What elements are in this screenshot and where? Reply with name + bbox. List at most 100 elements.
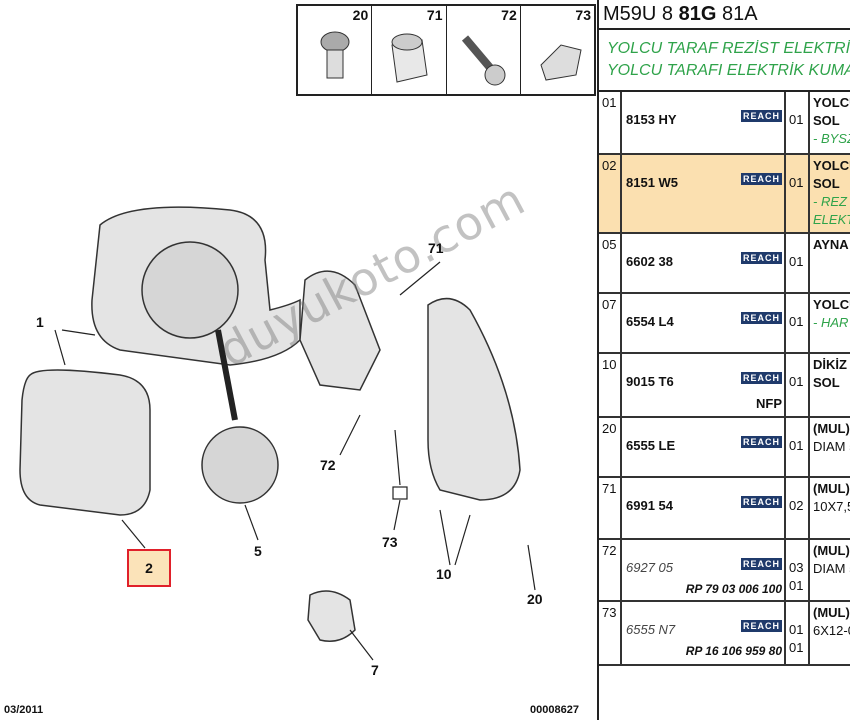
table-row[interactable]: 20 6555 LE REACH 01 (MUL) DIAM 5 xyxy=(599,418,850,478)
qty-cell: 01 xyxy=(786,92,810,153)
qty-2: 01 xyxy=(789,578,804,593)
callout-1[interactable]: 1 xyxy=(36,314,44,330)
row-index: 71 xyxy=(599,478,622,538)
table-row[interactable]: 71 6991 54 REACH 02 (MUL) 10X7,5 xyxy=(599,478,850,540)
part-ref[interactable]: 6554 L4 xyxy=(626,314,674,329)
rp-ref: RP 16 106 959 80 xyxy=(685,644,782,658)
qty-cell: 01 xyxy=(786,155,810,232)
ref-cell: 6554 L4 REACH xyxy=(622,294,786,352)
desc-line: SOL xyxy=(813,113,840,128)
callout-71[interactable]: 71 xyxy=(428,240,444,256)
description: AYNA xyxy=(811,234,850,254)
reach-badge: REACH xyxy=(740,372,782,384)
part-ref[interactable]: 8151 W5 xyxy=(626,175,679,190)
row-index: 20 xyxy=(599,418,622,476)
table-row[interactable]: 02 8151 W5 REACH 01 YOLCUSOL- REZELEKT xyxy=(599,155,850,234)
footer-date: 03/2011 xyxy=(4,704,44,716)
callout-7[interactable]: 7 xyxy=(371,662,379,678)
desc-line: YOLCU xyxy=(813,95,850,110)
qty: 01 xyxy=(789,438,804,453)
mirror-base xyxy=(299,270,381,391)
mirror-assembly-drawing xyxy=(19,206,536,661)
part-ref[interactable]: 6602 38 xyxy=(626,254,673,269)
desc-line: ELEKT xyxy=(813,212,850,227)
desc-line: YOLCU xyxy=(813,158,850,173)
qty: 03 xyxy=(789,560,804,575)
desc-line: YOLCU xyxy=(813,297,850,312)
hardware-thumbnails: 20 71 72 73 xyxy=(296,4,596,96)
part-ref[interactable]: 8153 HY xyxy=(626,112,677,127)
part-ref[interactable]: 9015 T6 xyxy=(626,374,674,389)
desc-line: - REZ xyxy=(813,194,847,209)
desc-line: DIAM 5 xyxy=(813,439,850,454)
callout-72[interactable]: 72 xyxy=(320,457,336,473)
nfp-label: NFP xyxy=(756,396,782,411)
callout-2-selected[interactable]: 2 xyxy=(127,549,171,587)
table-row[interactable]: 05 6602 38 REACH 01 AYNA xyxy=(599,234,850,294)
ref-cell: 6555 LE REACH xyxy=(622,418,786,476)
part-ref[interactable]: 6555 LE xyxy=(626,438,676,453)
table-row[interactable]: 07 6554 L4 REACH 01 YOLCU - HAR xyxy=(599,294,850,354)
callout-5[interactable]: 5 xyxy=(254,543,262,559)
description: (MUL)6X12-0 xyxy=(811,602,850,640)
desc-line: (MUL) xyxy=(813,481,850,496)
desc-line: - HAR xyxy=(813,315,849,330)
mirror-cover xyxy=(427,297,521,501)
row-index: 10 xyxy=(599,354,622,416)
desc-line: 10X7,5 xyxy=(813,499,850,514)
description: (MUL) DIAM 5 xyxy=(811,418,850,456)
reach-badge: REACH xyxy=(740,558,782,570)
qty: 01 xyxy=(789,112,804,127)
desc-line: - BYSZ xyxy=(813,131,850,146)
desc-line: (MUL) xyxy=(813,543,850,558)
row-index: 07 xyxy=(599,294,622,352)
qty-cell: 01 01 xyxy=(786,602,810,664)
description: (MUL)DIAM 5 xyxy=(811,540,850,578)
catalog-code: M59U 8 81G 81A xyxy=(599,0,850,30)
row-index: 02 xyxy=(599,155,622,232)
callout-73[interactable]: 73 xyxy=(382,534,398,550)
description: (MUL) 10X7,5 xyxy=(811,478,850,516)
ref-cell: 6602 38 REACH xyxy=(622,234,786,292)
thumb-72[interactable]: 72 xyxy=(447,6,521,94)
callout-20[interactable]: 20 xyxy=(527,591,543,607)
thumb-73[interactable]: 73 xyxy=(521,6,594,94)
table-row[interactable]: 73 6555 N7 REACH RP 16 106 959 80 01 01 … xyxy=(599,602,850,666)
row-index: 72 xyxy=(599,540,622,600)
qty: 01 xyxy=(789,374,804,389)
thumb-71[interactable]: 71 xyxy=(372,6,447,94)
thumb-20[interactable]: 20 xyxy=(298,6,373,94)
reach-badge: REACH xyxy=(740,110,782,122)
reach-badge: REACH xyxy=(740,252,782,264)
table-row[interactable]: 01 8153 HY REACH 01 YOLCU SOL - BYSZ xyxy=(599,92,850,155)
ref-cell: 6555 N7 REACH RP 16 106 959 80 xyxy=(622,602,786,664)
mirror-glass xyxy=(19,369,151,516)
rp-ref: RP 79 03 006 100 xyxy=(685,582,782,596)
qty: 01 xyxy=(789,622,804,637)
part-ref[interactable]: 6927 05 xyxy=(626,560,673,575)
table-row[interactable]: 72 6927 05 REACH RP 79 03 006 100 03 01 … xyxy=(599,540,850,602)
qty-cell: 01 xyxy=(786,234,810,292)
ref-cell: 8151 W5 REACH xyxy=(622,155,786,232)
qty-cell: 02 xyxy=(786,478,810,538)
ref-cell: 6927 05 REACH RP 79 03 006 100 xyxy=(622,540,786,600)
desc-line: (MUL) xyxy=(813,421,850,436)
qty-cell: 01 xyxy=(786,418,810,476)
ref-cell: 9015 T6 REACH NFP xyxy=(622,354,786,416)
qty: 01 xyxy=(789,314,804,329)
reach-badge: REACH xyxy=(740,312,782,324)
row-index: 01 xyxy=(599,92,622,153)
ref-cell: 6991 54 REACH xyxy=(622,478,786,538)
reach-badge: REACH xyxy=(740,620,782,632)
qty-cell: 01 xyxy=(786,354,810,416)
row-index: 73 xyxy=(599,602,622,664)
qty: 01 xyxy=(789,254,804,269)
connector-part xyxy=(307,590,356,642)
qty: 02 xyxy=(789,498,804,513)
part-ref[interactable]: 6991 54 xyxy=(626,498,673,513)
callout-10[interactable]: 10 xyxy=(436,566,452,582)
desc-line: SOL xyxy=(813,375,840,390)
part-ref[interactable]: 6555 N7 xyxy=(626,622,676,637)
